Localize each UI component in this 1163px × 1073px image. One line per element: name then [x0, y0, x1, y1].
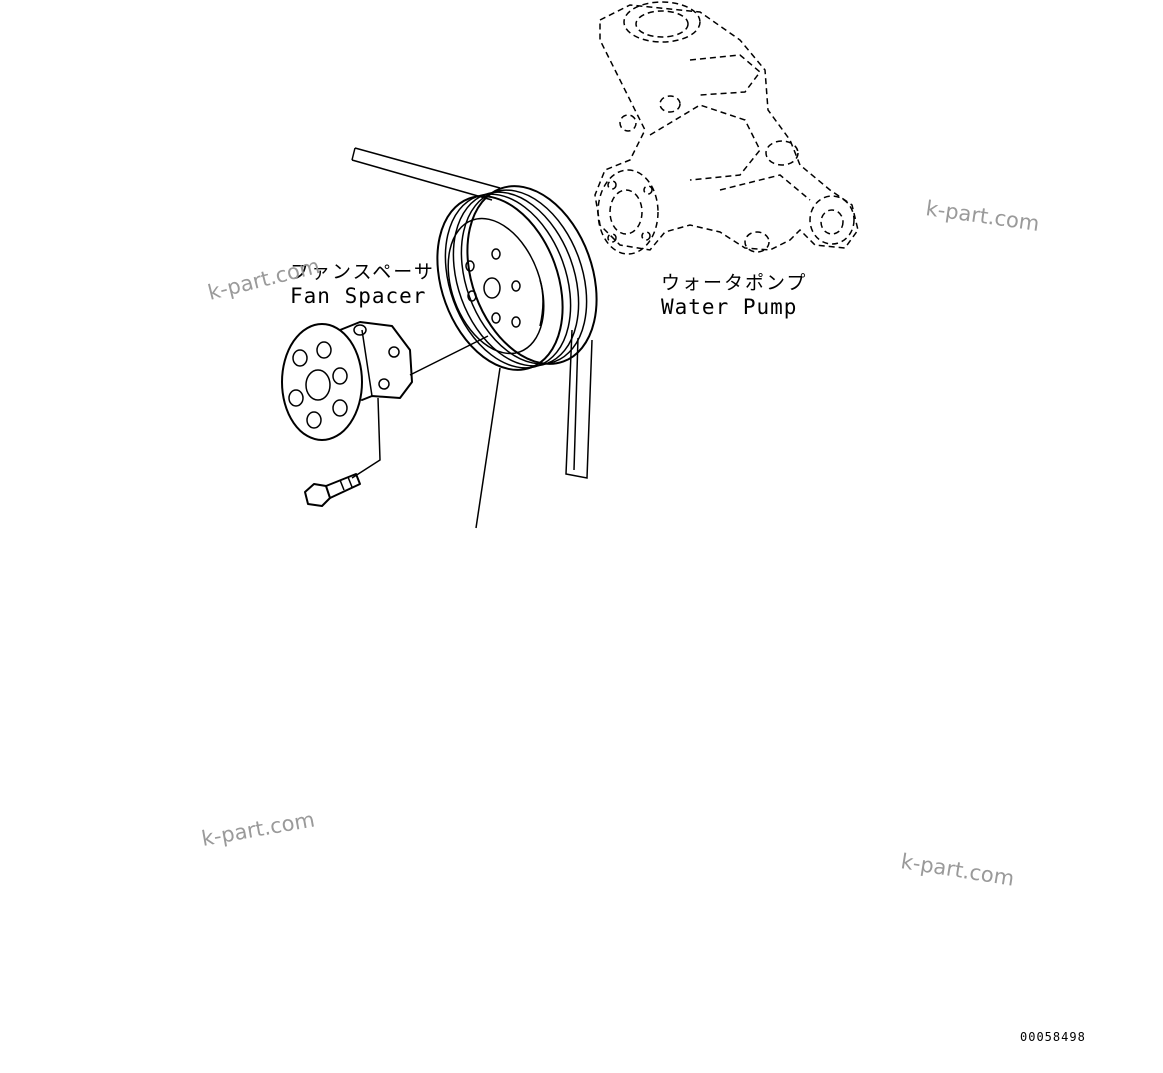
document-number: 00058498 [1020, 1030, 1086, 1044]
watermark: k-part.com [899, 849, 1016, 891]
water-pump-label-en: Water Pump [661, 295, 797, 319]
fan-spacer-label-jp: ファンスペーサ [290, 261, 435, 283]
fan-spacer-drawing [281, 321, 489, 479]
bolt-drawing [304, 473, 361, 507]
watermark: k-part.com [200, 807, 317, 850]
belt-drawing [351, 147, 593, 479]
pulley-drawing [436, 185, 598, 371]
pulley-leader-line [475, 367, 501, 529]
watermark: k-part.com [924, 196, 1041, 236]
water-pump-label-jp: ウォータポンプ [661, 272, 807, 294]
fan-spacer-label-en: Fan Spacer [290, 284, 426, 308]
water-pump-drawing [594, 1, 859, 255]
